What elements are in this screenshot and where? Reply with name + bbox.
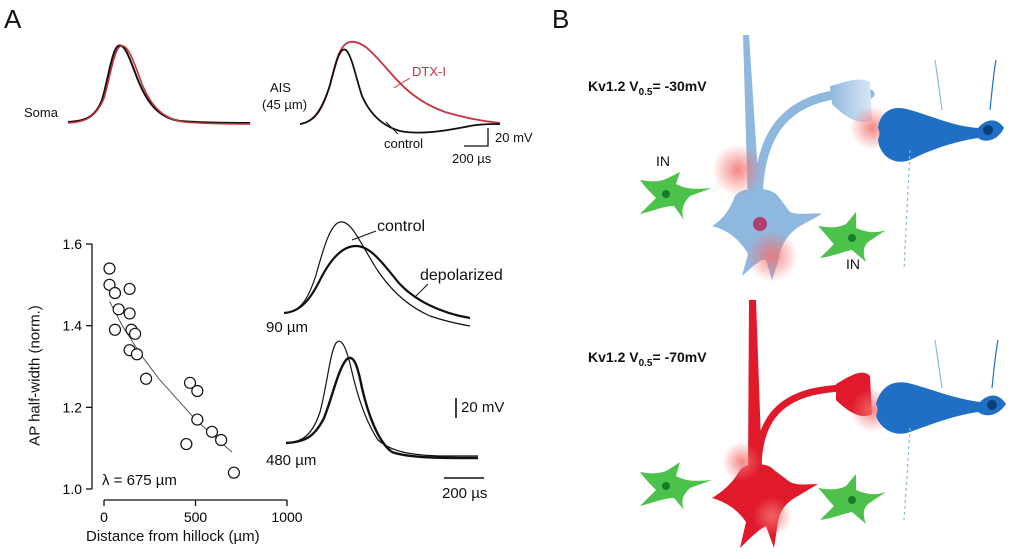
kv-top-title-sub: 0.5: [638, 86, 653, 98]
panel-b-letter: B: [552, 4, 570, 34]
scalebar-top: [464, 128, 489, 147]
kv-top-title-value: = -30mV: [652, 78, 707, 94]
depolarized-label-pointer: [415, 283, 429, 297]
data-point: [139, 372, 153, 385]
blue-dendrite-bottom-3: [991, 339, 999, 389]
data-point: [227, 466, 241, 479]
ais-control-label: control: [384, 136, 424, 151]
data-point: [191, 384, 204, 398]
soma-trace-red: [67, 45, 251, 125]
green-in-left-top: [640, 172, 712, 220]
ais-label-line1: AIS: [270, 80, 291, 95]
data-point: [191, 413, 204, 426]
data-point: [123, 282, 136, 296]
control-label-pointer: [351, 230, 377, 241]
kv-top-title-main: Kv1.2 V: [588, 78, 639, 94]
green-in-left-bottom-nucleus: [662, 482, 670, 490]
blue-neuron-bottom-body: [876, 382, 1006, 434]
blue-dendrite-top-1: [934, 59, 943, 111]
scale-t-top: 200 µs: [452, 151, 492, 166]
depolarized-trace-480: [285, 356, 479, 460]
data-point: [103, 262, 116, 275]
kv-bottom-title: Kv1.2 V0.5= -70mV: [588, 349, 707, 369]
right-control-label: control: [377, 218, 426, 235]
blue-dendrite-bottom-1: [934, 339, 943, 389]
depolarized-trace-90: [283, 244, 471, 320]
lambda-annotation: λ = 675 µm: [102, 472, 177, 489]
data-point: [108, 323, 122, 336]
ais-trace-group: [299, 40, 501, 147]
x-tick-label: 0: [100, 509, 108, 525]
dtx-label: DTX-I: [412, 64, 446, 79]
data-point: [183, 376, 197, 389]
glow-top-1: [712, 144, 764, 196]
apical-dendrite-bottom: [748, 300, 762, 470]
kv-top-title: Kv1.2 V0.5= -30mV: [588, 78, 707, 98]
data-point: [205, 425, 219, 438]
data-point: [129, 327, 142, 340]
green-in-right-top-nucleus: [848, 234, 856, 242]
glow-bottom-2: [752, 496, 792, 536]
y-tick-label: 1.6: [63, 236, 83, 252]
panel-b-top-scene: [640, 35, 1004, 282]
scatter-ylabel: AP half-width (norm.): [26, 305, 44, 446]
scale-v-right: 20 mV: [461, 399, 505, 416]
kv-bottom-title-value: = -70mV: [652, 349, 707, 365]
x-tick-label: 1000: [271, 509, 302, 525]
y-tick-label: 1.0: [63, 481, 83, 497]
data-point: [130, 348, 144, 361]
kv-bottom-title-sub: 0.5: [638, 357, 653, 369]
x-tick-label: 500: [184, 509, 208, 525]
glow-top-2: [746, 230, 798, 282]
control-pointer: [385, 121, 399, 135]
scatter-xlabel: Distance from hillock (µm): [86, 528, 260, 545]
green-in-left-bottom: [640, 462, 712, 510]
in-label-right: IN: [846, 256, 860, 272]
blue-neuron-top-body: [878, 108, 1004, 162]
distance-480-label: 480 µm: [266, 452, 317, 469]
trace-480um: [285, 340, 484, 479]
ais-control-trace: [299, 48, 501, 134]
distance-90-label: 90 µm: [266, 319, 308, 336]
y-tick-label: 1.2: [63, 399, 83, 415]
y-tick-label: 1.4: [63, 318, 83, 334]
green-in-left-top-nucleus: [662, 190, 670, 198]
data-point: [215, 433, 228, 447]
ais-label-line2: (45 µm): [262, 97, 308, 112]
soma-label: Soma: [24, 105, 58, 120]
blue-dendrite-bottom-2: [903, 427, 911, 521]
blue-dendrite-top-2: [903, 149, 911, 271]
panel-b-bottom-scene: [640, 300, 1006, 548]
scale-t-right: 200 µs: [442, 485, 488, 502]
data-point: [180, 437, 193, 451]
blue-neuron-bottom-nucleus: [987, 400, 997, 410]
panel-a-letter: A: [4, 4, 22, 34]
data-point: [123, 307, 136, 320]
data-point: [108, 286, 122, 300]
scatter-plot: 1.0 1.2 1.4 1.6 0 500 1000: [63, 236, 303, 525]
kv-bottom-title-main: Kv1.2 V: [588, 349, 639, 365]
green-in-right-bottom-nucleus: [848, 496, 856, 504]
data-point: [112, 303, 125, 316]
in-label-left: IN: [656, 153, 670, 169]
blue-neuron-top-nucleus: [983, 125, 993, 135]
trace-90um: [283, 221, 471, 327]
blue-dendrite-top-3: [989, 59, 997, 111]
depolarized-label: depolarized: [420, 267, 503, 284]
dtx-pointer: [393, 77, 411, 89]
soma-trace-group: [67, 44, 251, 125]
scale-v-top: 20 mV: [495, 130, 533, 145]
glow-bottom-1: [722, 442, 762, 482]
soma-nucleus-top: [753, 217, 767, 231]
control-trace-480: [285, 340, 478, 457]
